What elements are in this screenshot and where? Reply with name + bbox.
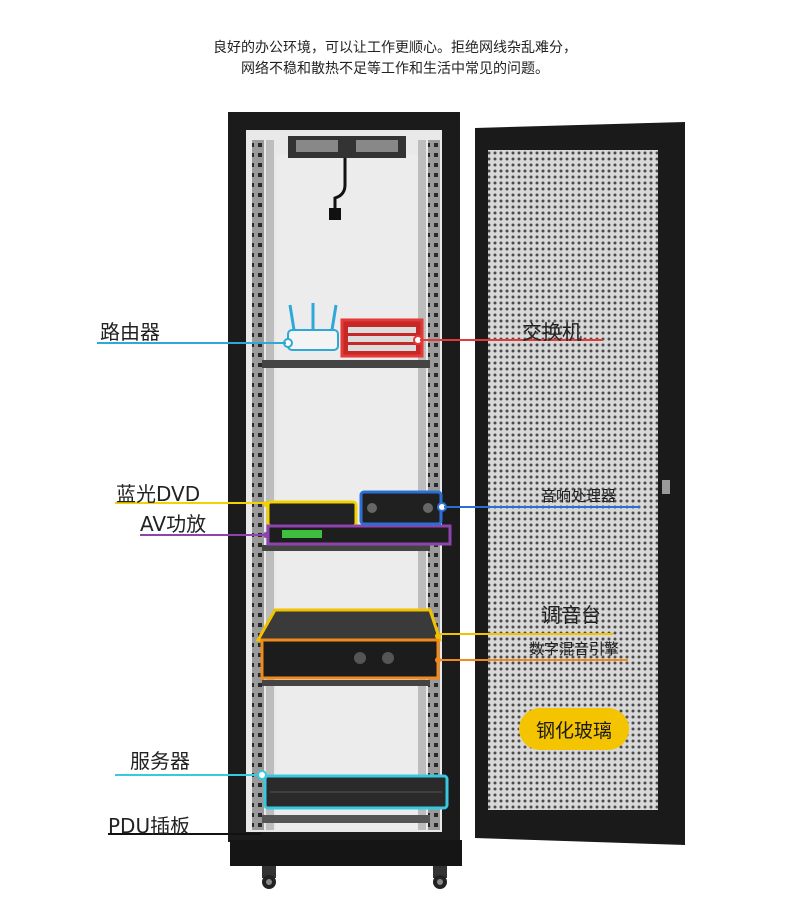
label-av-amp: AV功放 bbox=[140, 512, 207, 536]
tempered-glass-badge: 钢化玻璃 bbox=[519, 708, 629, 750]
callout-lines bbox=[97, 339, 640, 835]
label-router: 路由器 bbox=[100, 320, 160, 344]
label-audio-processor: 音响处理器 bbox=[541, 487, 617, 505]
switch-device bbox=[340, 318, 424, 358]
intro-text: 良好的办公环境，可以让工作更顺心。拒绝网线杂乱难分， 网络不稳和散热不足等工作和… bbox=[0, 38, 790, 80]
label-pdu: PDU插板 bbox=[108, 814, 191, 838]
label-bluray: 蓝光DVD bbox=[116, 482, 201, 506]
label-digital-mixer: 数字混音引擎 bbox=[529, 640, 620, 658]
label-server: 服务器 bbox=[130, 749, 190, 773]
intro-line-2: 网络不稳和散热不足等工作和生活中常见的问题。 bbox=[241, 61, 549, 77]
label-mixer: 调音台 bbox=[541, 603, 601, 627]
door-handle-icon bbox=[662, 480, 670, 494]
mixer-devices bbox=[255, 608, 443, 680]
intro-line-1: 良好的办公环境，可以让工作更顺心。拒绝网线杂乱难分， bbox=[213, 40, 577, 56]
label-switch: 交换机 bbox=[522, 320, 582, 344]
cabinet-door bbox=[475, 122, 685, 845]
router-device bbox=[283, 303, 339, 351]
server-device bbox=[257, 770, 449, 810]
